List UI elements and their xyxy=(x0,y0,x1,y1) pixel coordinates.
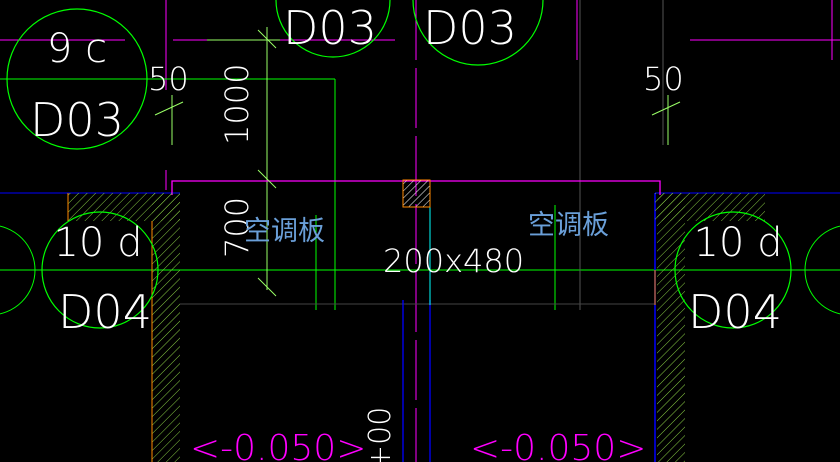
axis-tag-bottom: D03 xyxy=(283,1,377,55)
axis-tag-top: 10 d xyxy=(53,220,142,266)
axis-tag-bottom: D03 xyxy=(30,93,124,147)
axis-tag-bottom: D04 xyxy=(688,285,782,339)
dimension-700: 700 xyxy=(218,197,256,258)
axis-tag-9c-d03[interactable]: 9 c D03 xyxy=(6,8,148,150)
dimension-bottom: +00 xyxy=(363,407,398,462)
dimension-1000: 1000 xyxy=(218,64,256,145)
dimension-50-left: 50 xyxy=(148,60,189,98)
axis-tag-10d-d04-left[interactable]: 10 d D04 xyxy=(41,211,159,339)
hatched-columns xyxy=(67,179,765,462)
elevation-right: <-0.050> xyxy=(470,428,646,462)
ac-board-label-right: 空调板 xyxy=(528,210,609,241)
dimension-50-right: 50 xyxy=(643,60,684,98)
ac-board-label-left: 空调板 xyxy=(244,216,325,247)
elevation-left: <-0.050> xyxy=(190,428,366,462)
beam-size-label: 200x480 xyxy=(383,242,524,280)
axis-tag-d03-b[interactable]: D03 xyxy=(412,0,544,66)
axis-tag-top: 10 d xyxy=(693,220,782,266)
axis-tag-d03-a[interactable]: D03 xyxy=(275,0,391,58)
axis-tag-bottom: D04 xyxy=(58,285,152,339)
axis-tag-top: 9 c xyxy=(47,26,107,72)
axis-tag-bottom: D03 xyxy=(423,1,517,55)
axis-tag-10d-d04-right[interactable]: 10 d D04 xyxy=(674,211,792,339)
